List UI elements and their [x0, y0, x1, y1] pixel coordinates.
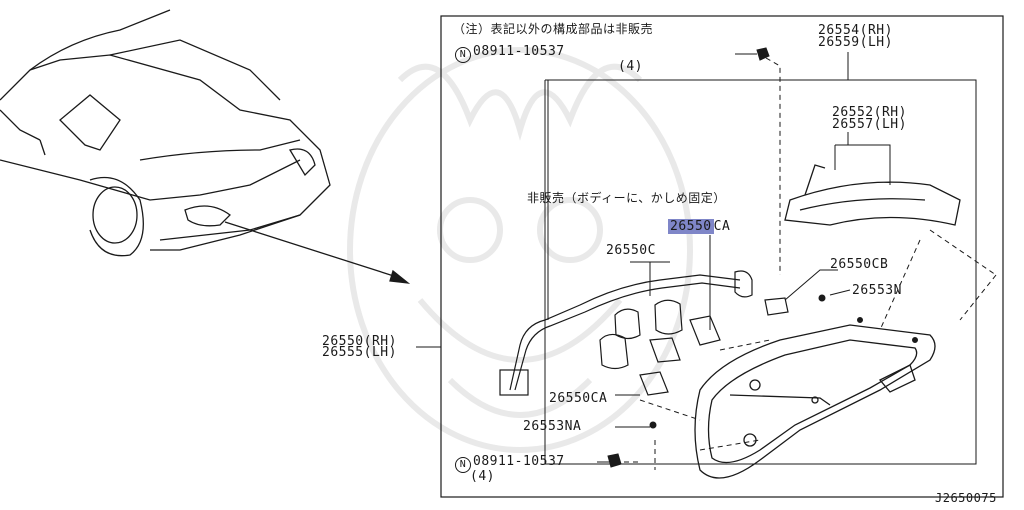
leader-lines [416, 52, 891, 463]
selected-part-highlight: 26550 [668, 219, 714, 234]
fasteners [607, 47, 918, 468]
part-26557-lh[interactable]: 26557(LH) [832, 117, 907, 132]
note-text: （注）表記以外の構成部品は非販売 [453, 22, 654, 36]
part-nut-top-number: 08911-10537 [473, 44, 565, 59]
n-marker-icon: N [455, 457, 471, 473]
not-for-sale-note: 非販売（ボディーに、かしめ固定） [527, 191, 726, 205]
part-26553na[interactable]: 26553NA [523, 419, 582, 434]
tail-lamp-lens [694, 324, 936, 479]
part-26559-lh[interactable]: 26559(LH) [818, 35, 893, 50]
diagram-code: J2650075 [935, 491, 997, 505]
part-26550ca[interactable]: 26550CA [549, 391, 608, 406]
pointer-arrow [224, 221, 411, 284]
part-nut-bottom-number: 08911-10537 [473, 454, 565, 469]
part-26550c[interactable]: 26550C [606, 243, 656, 258]
reflector-garnish [784, 164, 961, 226]
part-nut-top-qty: (4) [618, 59, 643, 74]
part-26554-rh[interactable]: 26554(RH) [818, 23, 893, 38]
n-marker-icon: N [455, 47, 471, 63]
part-nut-bottom-qty: (4) [470, 469, 495, 484]
inner-frame [544, 79, 977, 465]
part-26550-rh[interactable]: 26550(RH) [322, 334, 397, 349]
part-26553n[interactable]: 26553N [852, 283, 902, 298]
wiring-harness [499, 270, 789, 396]
car-illustration [0, 9, 331, 257]
part-26555-lh[interactable]: 26555(LH) [322, 345, 397, 360]
part-26550cb[interactable]: 26550CB [830, 257, 889, 272]
selected-part-suffix: CA [713, 219, 731, 234]
dashed-guides [615, 57, 997, 470]
main-frame [440, 15, 1004, 498]
part-26552-rh[interactable]: 26552(RH) [832, 105, 907, 120]
